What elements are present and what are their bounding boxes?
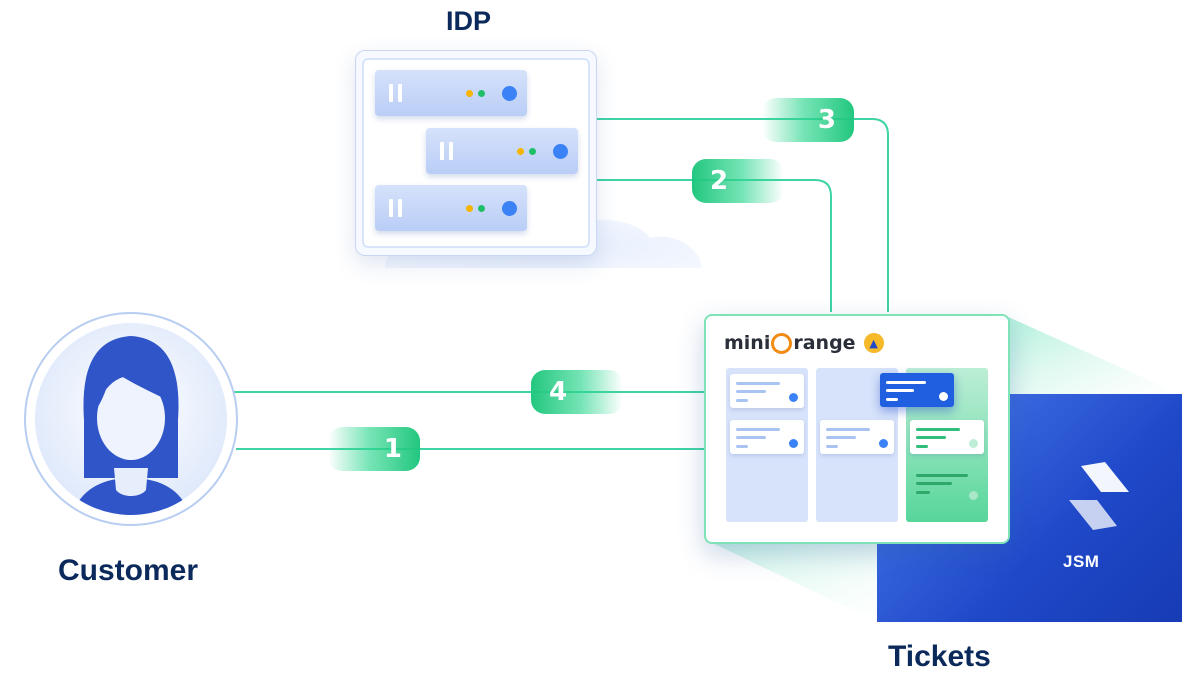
step-badge-1: 1	[328, 427, 420, 471]
brand-o-icon	[771, 332, 793, 354]
status-light-blue	[553, 144, 568, 159]
brand-text-prefix: mini	[724, 332, 771, 354]
status-light-green	[478, 205, 485, 212]
step-badge-2: 2	[692, 159, 784, 203]
ticket-card	[730, 420, 804, 454]
status-light-blue	[502, 201, 517, 216]
server-slot-icon	[389, 199, 403, 217]
connector-lines	[232, 118, 889, 450]
status-light-green	[478, 90, 485, 97]
status-light-blue	[502, 86, 517, 101]
jsm-icon	[1069, 462, 1129, 530]
step-number: 3	[817, 105, 836, 135]
ticket-card	[730, 374, 804, 408]
ticket-card	[910, 420, 984, 454]
connector-3	[590, 118, 889, 312]
server-unit	[375, 185, 527, 231]
ticket-status-dot	[879, 439, 888, 448]
beam-top	[1006, 316, 1180, 394]
brand-text-suffix: range	[793, 332, 856, 354]
status-light-yellow	[517, 148, 524, 155]
ticket-status-dot	[969, 439, 978, 448]
ticket-board-window: mini range ▲	[704, 314, 1010, 544]
ticket-status-dot	[939, 392, 948, 401]
board-column-todo	[726, 368, 808, 522]
beam-bottom	[706, 540, 878, 622]
server-unit	[426, 128, 578, 174]
status-light-green	[529, 148, 536, 155]
step-number: 1	[383, 434, 402, 464]
ticket-card	[910, 466, 984, 506]
customer-avatar-icon	[24, 312, 238, 526]
step-number: 4	[549, 377, 568, 407]
brand-logo: mini range ▲	[724, 332, 884, 354]
ticket-status-dot	[789, 439, 798, 448]
ticket-status-dot	[969, 491, 978, 500]
step-badge-4: 4	[531, 370, 623, 414]
atlassian-badge-icon: ▲	[863, 333, 884, 353]
tickets-label: Tickets	[888, 640, 991, 673]
ticket-card	[820, 420, 894, 454]
status-light-yellow	[466, 205, 473, 212]
step-number: 2	[710, 166, 729, 196]
ticket-status-dot	[789, 393, 798, 402]
server-slot-icon	[440, 142, 454, 160]
idp-label: IDP	[446, 6, 492, 36]
connector-2	[590, 179, 832, 312]
customer-label: Customer	[58, 554, 199, 587]
server-unit	[375, 70, 527, 116]
step-badge-3: 3	[762, 98, 854, 142]
status-light-yellow	[466, 90, 473, 97]
jsm-label: JSM	[1063, 552, 1100, 571]
dragged-ticket-card	[880, 373, 954, 407]
server-slot-icon	[389, 84, 403, 102]
